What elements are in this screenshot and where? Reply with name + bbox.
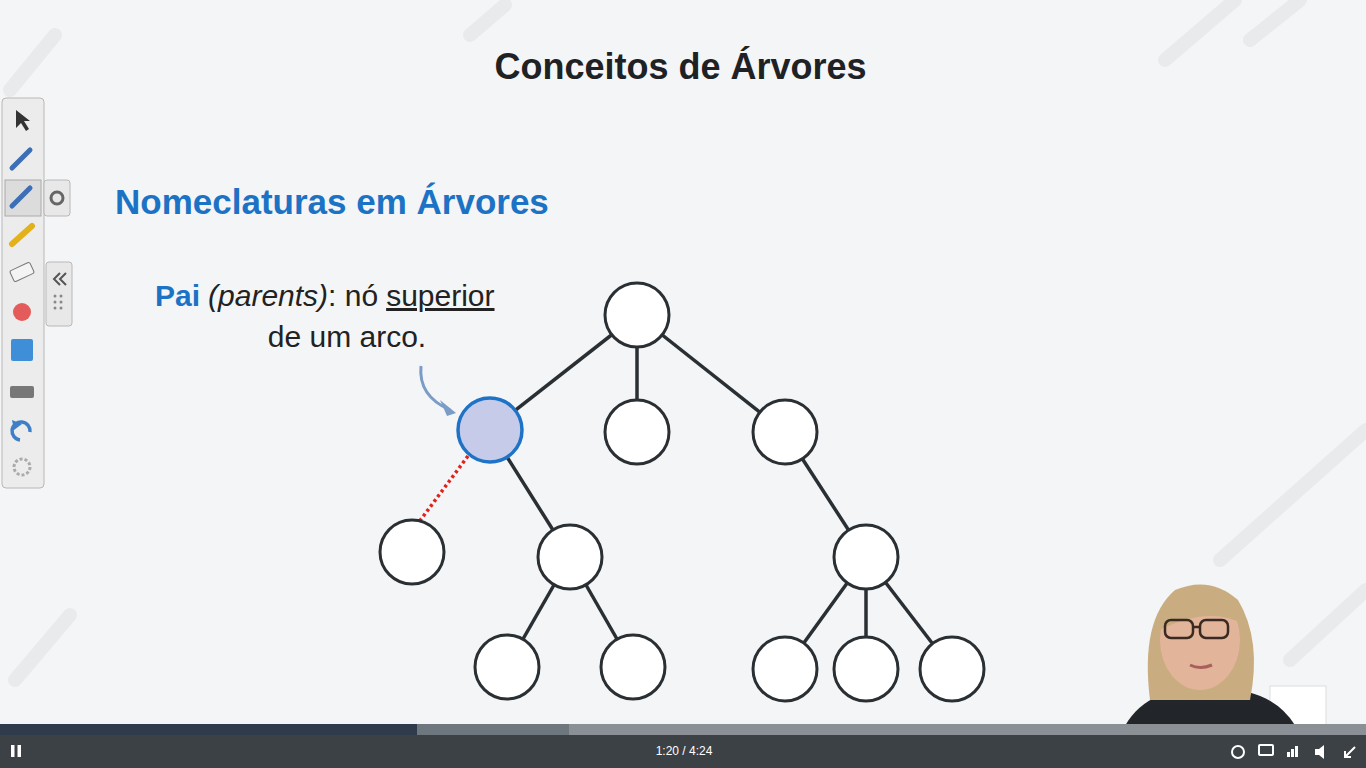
definition-text: : nó — [328, 279, 378, 312]
term-english: (parents) — [208, 279, 328, 312]
term-name: Pai — [155, 279, 200, 312]
video-time: 1:20 / 4:24 — [656, 744, 713, 758]
definition-emphasis: superior — [386, 279, 494, 312]
slide-title: Conceitos de Árvores — [494, 46, 866, 88]
definition-text: de um arco. — [268, 320, 426, 353]
section-heading: Nomeclaturas em Árvores — [115, 182, 549, 221]
